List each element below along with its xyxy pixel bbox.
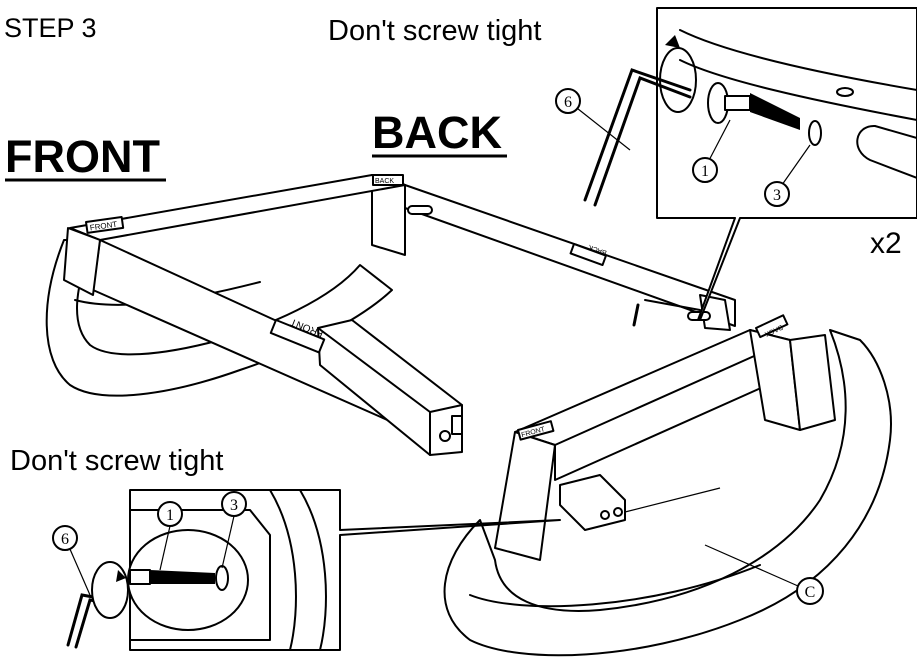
left-rocker: [45, 239, 393, 397]
svg-text:6: 6: [61, 531, 69, 548]
svg-text:6: 6: [564, 94, 572, 111]
top-detail-inset: [583, 7, 917, 321]
quantity-label: x2: [870, 227, 902, 260]
callout-tool-bottom: [52, 525, 78, 551]
frame-sticker-back-right: BACK: [755, 314, 789, 339]
callout-tool-top: [555, 88, 581, 114]
callout-washer-bottom: [221, 491, 247, 517]
front-right-post: [494, 431, 556, 561]
callout-washer-top: [764, 181, 790, 207]
center-bar: [317, 319, 463, 456]
lower-block: [559, 474, 626, 531]
svg-text:3: 3: [230, 497, 238, 514]
back-heading: BACK: [372, 107, 502, 158]
left-side-rail: [69, 174, 406, 241]
right-rocker: [443, 329, 892, 657]
svg-text:1: 1: [701, 163, 709, 180]
svg-text:C: C: [805, 584, 816, 601]
step-label: STEP 3: [4, 13, 97, 43]
front-left-post: [63, 227, 101, 296]
right-side-rail: [514, 329, 791, 446]
front-heading: FRONT: [5, 131, 160, 182]
frame-drawing: [45, 174, 892, 657]
svg-text:BACK: BACK: [375, 178, 394, 185]
frame-sticker-back-left: BACK: [372, 174, 404, 186]
callout-bolt-bottom: [157, 501, 183, 527]
callout-rocker: [796, 577, 824, 605]
svg-text:FRONT: FRONT: [89, 220, 118, 233]
svg-text:1: 1: [166, 507, 174, 524]
bottom-note: Don't screw tight: [10, 445, 223, 477]
top-note: Don't screw tight: [328, 15, 541, 47]
svg-text:3: 3: [773, 187, 781, 204]
frame-sticker-front-left: FRONT: [84, 215, 125, 234]
callout-bolt-top: [692, 157, 718, 183]
